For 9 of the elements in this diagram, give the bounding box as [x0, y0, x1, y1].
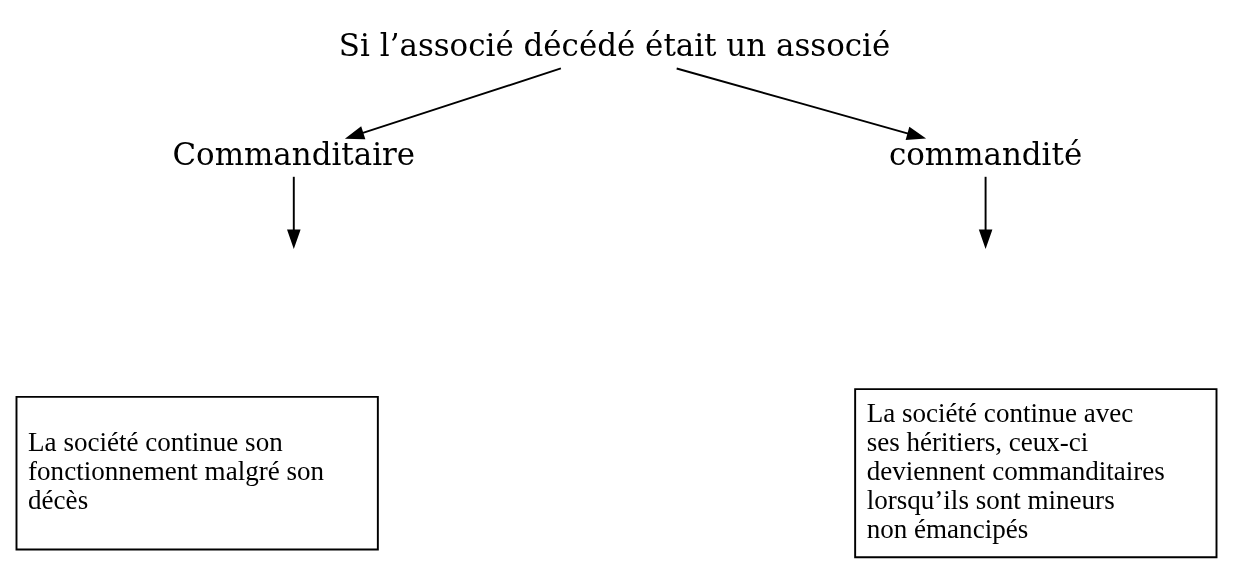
arrow [287, 175, 301, 249]
node-text: commandité [888, 135, 1083, 172]
arrow [675, 67, 927, 140]
node-text: Si l’associé décédé était un associé [338, 27, 891, 64]
arrow [978, 175, 993, 249]
node-text: Commanditaire [172, 135, 416, 172]
node-box: La société continue avec ses héritiers, ceux-ci deviennent commanditaires lorsqu’ils sont mineurs non émancipés [854, 388, 1218, 559]
arrow [344, 67, 562, 140]
node-box: La société continue son fonctionnement malgré son décès [15, 395, 379, 551]
